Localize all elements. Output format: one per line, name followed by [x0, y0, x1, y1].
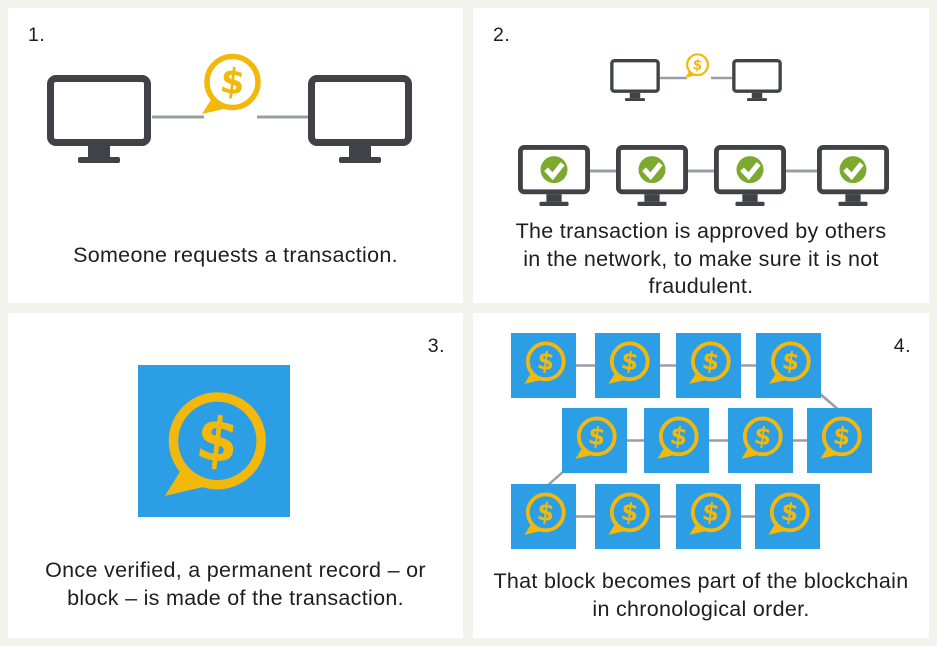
- monitor-with-green-checkmark-icon: [819, 147, 886, 206]
- panel-3-block-record: 3. Once verified, a permanent record – o…: [8, 313, 463, 638]
- panel-1-request: 1. Someone requests a transaction.: [8, 8, 463, 303]
- blockchain-block-icon: [562, 408, 627, 473]
- panel-2-approval: 2. The transaction is approved by others…: [473, 8, 929, 303]
- panel-4-blockchain: 4.: [473, 313, 929, 638]
- computer-monitor-icon: [312, 79, 409, 164]
- blockchain-block-icon: [644, 408, 709, 473]
- monitor-with-green-checkmark-icon: [716, 147, 783, 206]
- blockchain-block-icon: [756, 333, 821, 398]
- computer-monitor-icon: [610, 59, 660, 101]
- chain-link-diagonal-line: [546, 470, 565, 487]
- panel-caption: Someone requests a transaction.: [73, 243, 398, 267]
- block-illustration: [138, 365, 290, 517]
- dollar-speech-bubble-icon: [202, 57, 258, 115]
- monitor-with-green-checkmark-icon: [520, 147, 587, 206]
- blockchain-block-icon: [676, 484, 741, 549]
- network-approval-illustration: [473, 53, 929, 218]
- transaction-request-illustration: [8, 53, 463, 183]
- panel-caption: That block becomes part of the blockchai…: [493, 569, 909, 621]
- panel-caption: The transaction is approved by others in…: [515, 219, 887, 299]
- computer-monitor-icon: [732, 59, 782, 101]
- computer-monitor-icon: [51, 79, 148, 164]
- dollar-speech-bubble-icon: [684, 53, 709, 79]
- blockchain-block-icon: [676, 333, 741, 398]
- blockchain-block-icon: [138, 365, 290, 517]
- panel-number: 4.: [893, 335, 911, 357]
- panel-caption: Once verified, a permanent record – or b…: [45, 558, 426, 610]
- blockchain-block-icon: [728, 408, 793, 473]
- blockchain-block-icon: [595, 484, 660, 549]
- blockchain-block-icon: [511, 484, 576, 549]
- panel-number: 2.: [493, 24, 511, 46]
- panel-number: 3.: [427, 335, 445, 357]
- blockchain-chain-illustration: [473, 313, 929, 563]
- blockchain-block-icon: [595, 333, 660, 398]
- blockchain-block-icon: [807, 408, 872, 473]
- blockchain-block-icon: [511, 333, 576, 398]
- panel-number: 1.: [28, 24, 46, 46]
- monitor-with-green-checkmark-icon: [618, 147, 685, 206]
- dollar-speech-bubble-icon: [165, 397, 261, 496]
- blockchain-block-icon: [755, 484, 820, 549]
